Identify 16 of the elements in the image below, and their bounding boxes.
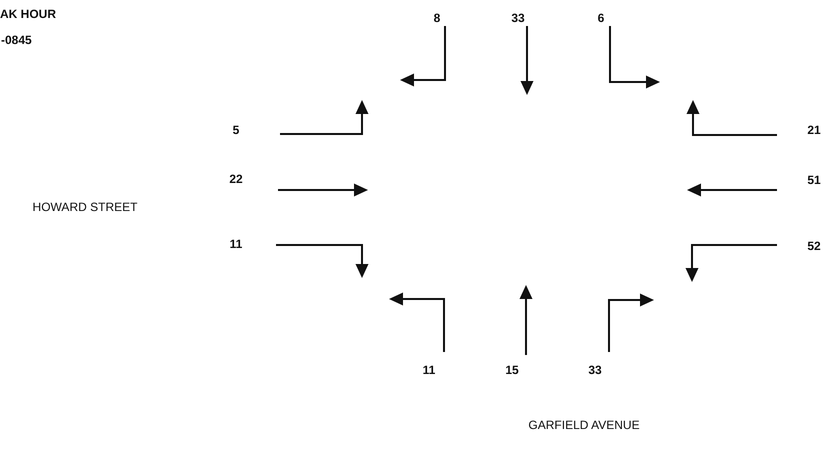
volume-count: 6 <box>598 12 604 24</box>
volume-count: 11 <box>230 238 242 250</box>
volume-count: 11 <box>422 364 436 376</box>
volume-count: 33 <box>511 12 525 24</box>
volume-count: 51 <box>807 174 821 186</box>
volume-count: 5 <box>232 124 240 136</box>
volume-count: 22 <box>229 173 243 185</box>
title-text: -0845 <box>1 34 32 46</box>
volume-count: 52 <box>807 240 821 252</box>
title-text: AK HOUR <box>0 8 56 20</box>
street-name: GARFIELD AVENUE <box>528 419 640 431</box>
volume-count: 15 <box>505 364 519 376</box>
volume-count: 8 <box>434 12 440 24</box>
volume-count: 33 <box>588 364 602 376</box>
street-name: HOWARD STREET <box>32 201 138 213</box>
volume-count: 21 <box>807 124 821 136</box>
